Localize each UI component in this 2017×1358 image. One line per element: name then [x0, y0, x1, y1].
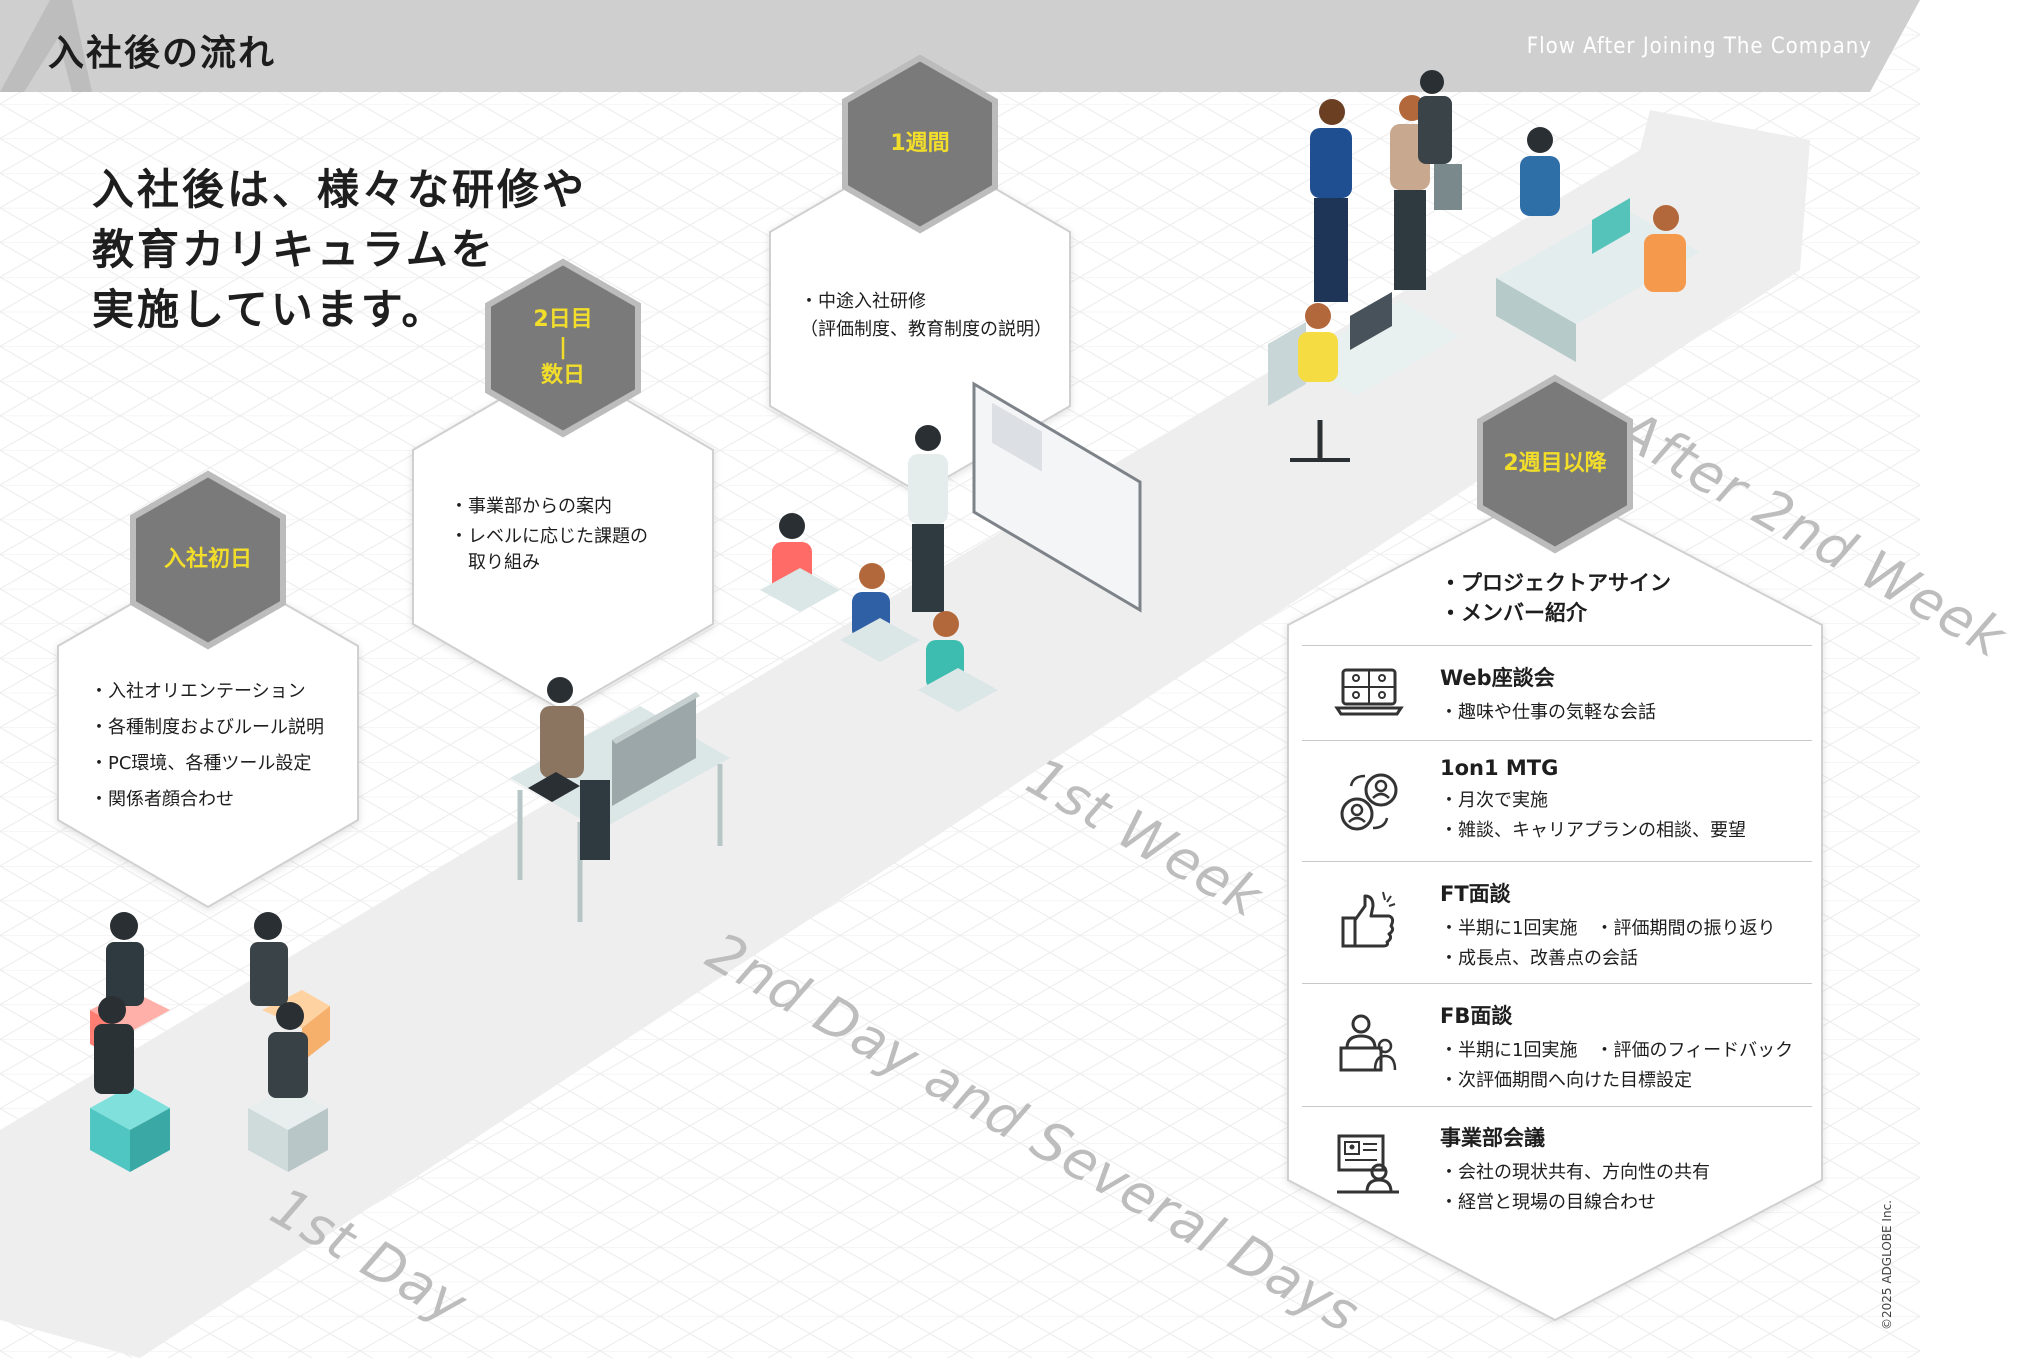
stage-items-week1: ・中途入社研修 （評価制度、教育制度の説明） — [800, 288, 1052, 344]
list-item: （評価制度、教育制度の説明） — [800, 319, 1052, 340]
row-title: FT面談 — [1440, 882, 1511, 906]
stage-label-line: 数日 — [540, 363, 585, 388]
headline-line: 教育カリキュラムを — [92, 225, 496, 274]
list-item: ・入社オリエンテーション — [90, 681, 306, 702]
row-line: ・成長点、改善点の会話 — [1440, 948, 1638, 969]
page-subtitle: Flow After Joining The Company — [1526, 34, 1872, 59]
headline: 入社後は、様々な研修や 教育カリキュラムを 実施しています。 — [92, 160, 587, 340]
list-item: ・各種制度およびルール説明 — [90, 717, 324, 738]
row-divider — [1302, 1106, 1812, 1107]
row-line: ・次評価期間へ向けた目標設定 — [1440, 1070, 1692, 1091]
week2-row-fb: FB面談 ・半期に1回実施 ・評価のフィードバック ・次評価期間へ向けた目標設定 — [1440, 1000, 1920, 1096]
list-item: ・レベルに応じた課題の — [450, 526, 648, 547]
row-line: ・半期に1回実施 ・評価期間の振り返り — [1440, 918, 1776, 939]
row-title: 事業部会議 — [1440, 1126, 1545, 1150]
stage-items-day1: ・入社オリエンテーション ・各種制度およびルール説明 ・PC環境、各種ツール設定… — [90, 674, 324, 818]
route-band — [0, 110, 1810, 1358]
list-item: ・PC環境、各種ツール設定 — [90, 753, 312, 774]
row-title: Web座談会 — [1440, 666, 1555, 690]
row-line: ・半期に1回実施 ・評価のフィードバック — [1440, 1040, 1794, 1061]
row-divider — [1302, 983, 1812, 984]
row-divider — [1302, 740, 1812, 741]
headline-line: 実施しています。 — [92, 285, 447, 334]
people-exchange-icon — [1340, 773, 1398, 831]
row-line: ・趣味や仕事の気軽な会話 — [1440, 702, 1656, 723]
row-title: 1on1 MTG — [1440, 756, 1559, 780]
stage-label-day2: 2日目 | 数日 — [533, 306, 592, 390]
stage-intro-week2: ・プロジェクトアサイン ・メンバー紹介 — [1440, 568, 1671, 628]
presenter-icon — [1339, 1014, 1397, 1072]
list-item: 取り組み — [450, 552, 540, 573]
row-divider — [1302, 645, 1812, 646]
stage-label-line: 2日目 — [533, 307, 593, 332]
list-item: ・中途入社研修 — [800, 291, 926, 312]
list-item: ・メンバー紹介 — [1440, 601, 1587, 625]
list-item: ・関係者顔合わせ — [90, 789, 234, 810]
stage-label-line: | — [558, 335, 568, 360]
stage-items-day2: ・事業部からの案内 ・レベルに応じた課題の 取り組み — [450, 492, 648, 578]
stage-label-week1: 1週間 — [890, 131, 950, 156]
stage-label-week2: 2週目以降 — [1503, 451, 1607, 476]
meeting-screen-icon — [1337, 1134, 1399, 1194]
week2-row-1on1: 1on1 MTG ・月次で実施 ・雑談、キャリアプランの相談、要望 — [1440, 756, 1920, 846]
headline-line: 入社後は、様々な研修や — [92, 165, 588, 214]
week2-row-ft: FT面談 ・半期に1回実施 ・評価期間の振り返り ・成長点、改善点の会話 — [1440, 878, 1920, 974]
list-item: ・事業部からの案内 — [450, 496, 612, 517]
row-title: FB面談 — [1440, 1004, 1513, 1028]
row-line: ・月次で実施 — [1440, 790, 1548, 811]
copyright: ©2025 ADGLOBE Inc. — [1880, 1200, 1894, 1330]
thumbs-up-icon — [1341, 891, 1396, 948]
row-line: ・雑談、キャリアプランの相談、要望 — [1440, 820, 1746, 841]
week2-row-web: Web座談会 ・趣味や仕事の気軽な会話 — [1440, 662, 1920, 728]
header-bar — [0, 0, 1920, 92]
stage-label-day1: 入社初日 — [163, 547, 253, 572]
row-divider — [1302, 861, 1812, 862]
logo-mark-icon — [0, 0, 92, 92]
list-item: ・プロジェクトアサイン — [1440, 571, 1671, 595]
page-title: 入社後の流れ — [48, 33, 277, 74]
row-line: ・経営と現場の目線合わせ — [1440, 1192, 1656, 1213]
row-line: ・会社の現状共有、方向性の共有 — [1440, 1162, 1710, 1183]
week2-row-division: 事業部会議 ・会社の現状共有、方向性の共有 ・経営と現場の目線合わせ — [1440, 1122, 1920, 1218]
video-call-icon — [1334, 668, 1404, 716]
